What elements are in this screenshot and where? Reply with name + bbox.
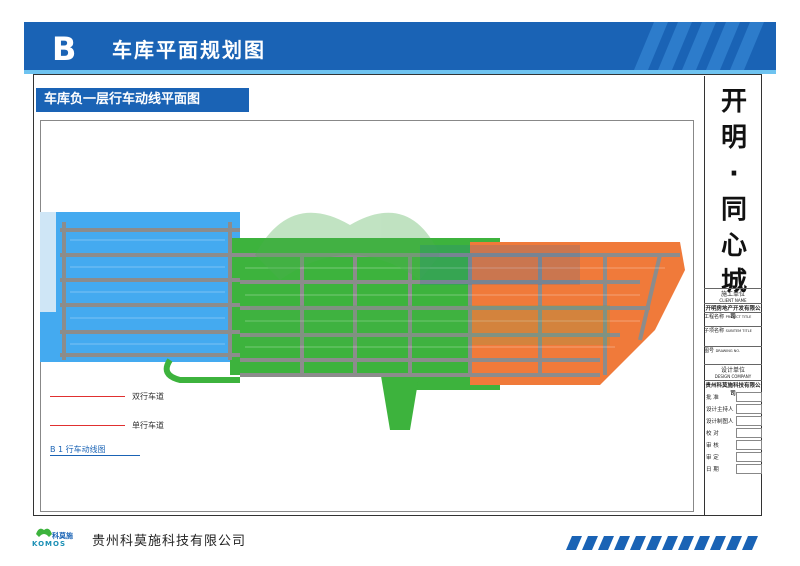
footer-logo-text: 科莫施 [52,532,73,540]
tb-row-approve: 批 准 [706,395,719,401]
client-company: 开明房地产开发有限公司 [704,303,762,320]
banner-stripes-decoration [634,22,764,70]
design-unit-heading: 设计单位 DESIGN COMPANY [704,364,762,379]
blue-parking-zone [40,212,240,362]
parking-plan-illustration [40,212,685,430]
tb-row-review: 审 核 [706,443,719,449]
tb-row-approve-final: 审 定 [706,455,719,461]
title-block [704,76,763,516]
green-parking-zone [230,238,500,430]
tb-cell-check [736,428,762,438]
badge-shape [48,28,100,68]
drawing-frame [33,74,762,516]
tb-row-drafter: 设计制图人 [706,419,734,425]
tb-cell-drafter [736,416,762,426]
footer-stripes-decoration [566,536,758,550]
tb-cell-design-lead [736,404,762,414]
tb-cell-approve-final [736,452,762,462]
header-banner [24,22,776,74]
subitem-title-row: 子项名称 SUBITEM TITLE [704,326,762,347]
tb-cell-review [736,440,762,450]
footer-company: 贵州科莫施科技有限公司 [92,534,247,549]
footer-logo-icon [36,528,52,537]
footer-logo-sub: KOMOS [32,540,67,548]
watermark-logo [250,212,610,345]
project-title-row: 工程名称 PROJECT TITLE [704,312,762,327]
legend-double-lane-label: 双行车道 [132,392,164,401]
tb-cell-approve [736,392,762,402]
legend-single-lane-line [50,425,125,426]
drawing-no-row: 图号 DRAWING NO. [704,346,762,365]
driving-lanes [60,222,680,377]
tb-row-design-lead: 设计主持人 [706,407,734,413]
project-name: 开 明 · 同 心 城 [720,87,747,297]
design-company: 贵州科莫施科技有限公司 [704,380,762,397]
section-badge-letter: B [52,30,77,68]
legend-single-lane-label: 单行车道 [132,421,164,430]
legend-caption-underline [50,455,140,456]
legend-double-lane-line [50,396,125,397]
orange-parking-zone [470,242,685,385]
tb-cell-date [736,464,762,474]
tb-row-date: 日 期 [706,467,719,473]
drawing-subtitle: 车库负一层行车动线平面图 [36,88,249,112]
stall-lines [70,239,665,348]
tb-row-check: 校 对 [706,431,719,437]
page-title: 车库平面规划图 [112,38,266,62]
construction-unit-heading: 施工单位 CLIENT NAME [704,288,762,303]
legend-caption: B 1 行车动线图 [50,445,106,454]
